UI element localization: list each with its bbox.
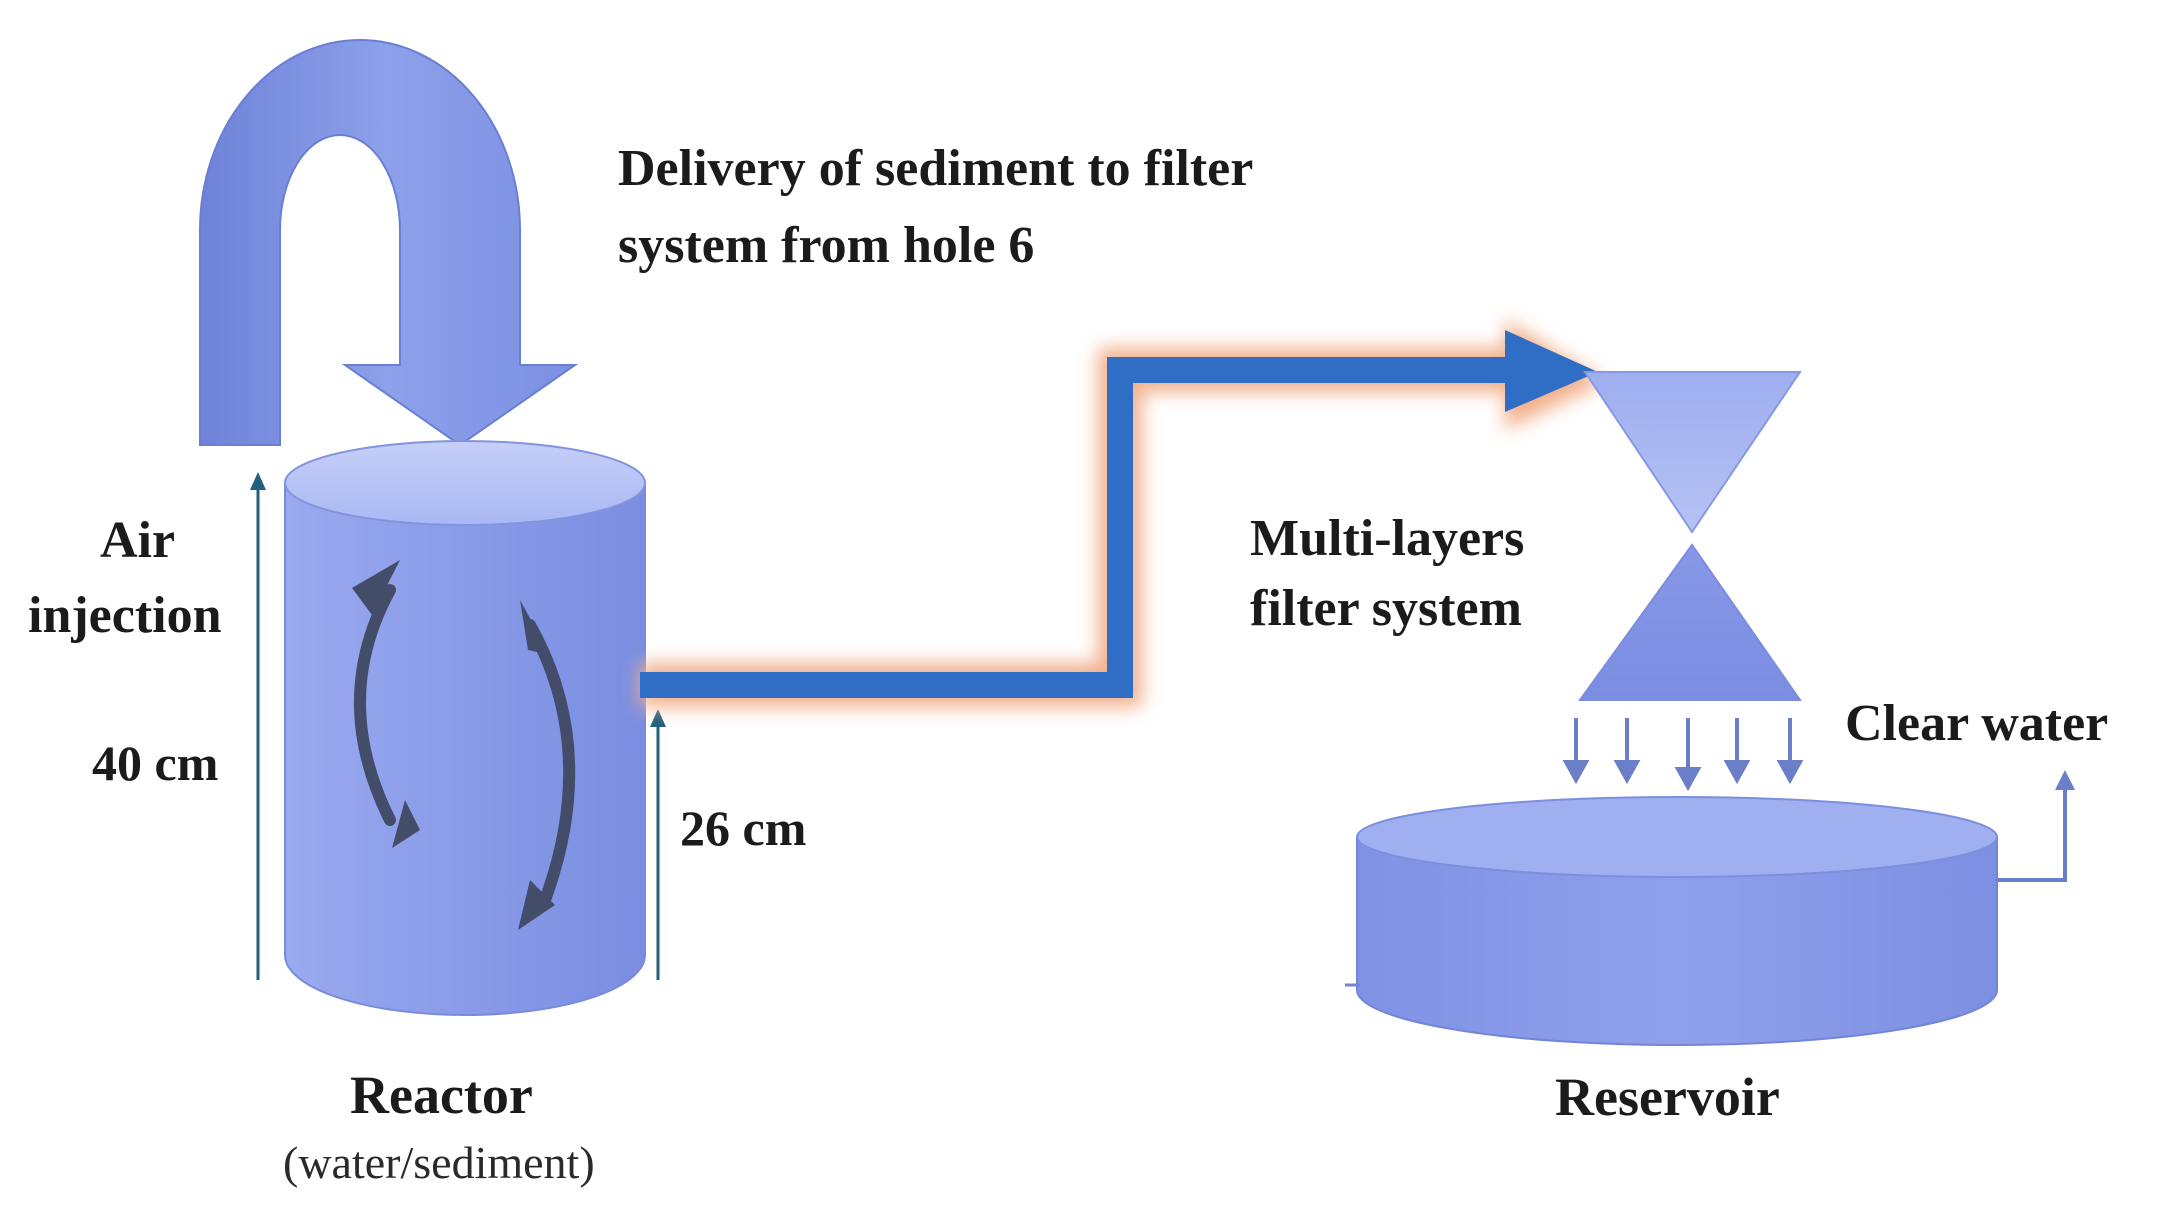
filter-label-line1: Multi-layers [1250, 510, 1524, 567]
delivery-label-line2: system from hole 6 [618, 217, 1034, 274]
circulation-arrowheads [352, 560, 555, 930]
delivery-pipe [640, 320, 1605, 707]
delivery-label-line1: Delivery of sediment to filter [618, 140, 1253, 197]
clear-water-label: Clear water [1845, 695, 2108, 752]
reservoir-label: Reservoir [1555, 1067, 1780, 1127]
circulation-arrows [354, 584, 576, 906]
height-26cm-marker [650, 709, 666, 980]
multi-layer-filter [1578, 371, 1802, 701]
filtrate-arrows [1562, 718, 1804, 792]
reactor-sublabel: (water/sediment) [283, 1137, 595, 1188]
air-recirculation-arrow [199, 39, 579, 447]
reservoir-tank [1345, 796, 1998, 1046]
height-40cm-marker [250, 472, 266, 980]
reactor-label: Reactor [350, 1065, 533, 1125]
filter-label-line2: filter system [1250, 580, 1522, 637]
clear-water-outlet-arrow [1997, 770, 2075, 882]
air-injection-label-line1: Air [100, 512, 175, 569]
height-40-label: 40 cm [92, 735, 218, 791]
air-injection-label-line2: injection [28, 587, 222, 644]
reactor-vessel [284, 440, 646, 1016]
height-26-label: 26 cm [680, 800, 806, 856]
